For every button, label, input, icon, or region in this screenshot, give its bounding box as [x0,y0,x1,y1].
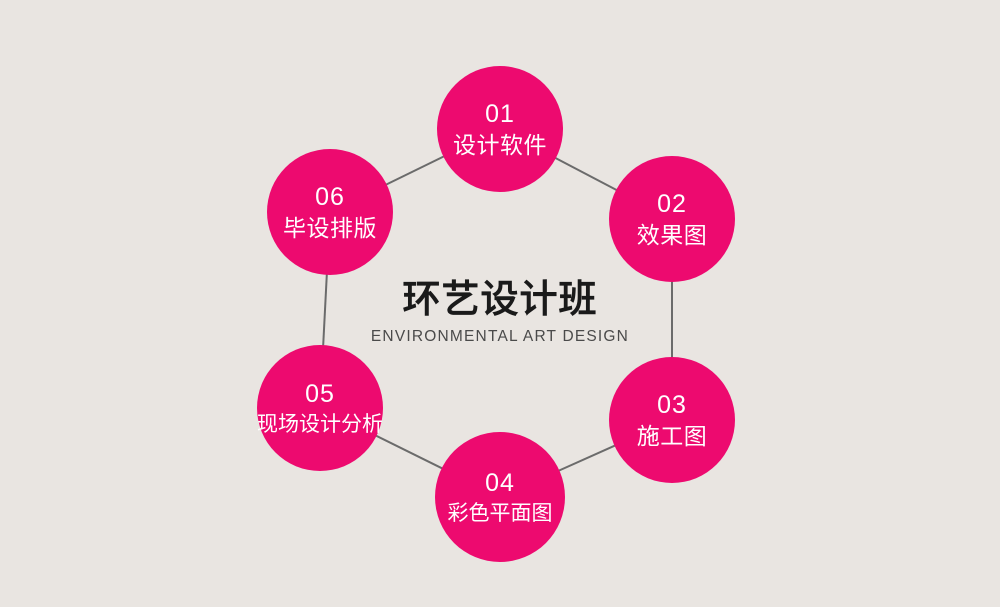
page-title: 环艺设计班 [402,279,598,321]
node-label: 施工图 [636,422,708,449]
node-number: 06 [315,182,345,211]
node-number: 03 [657,390,687,419]
node-label: 毕设排版 [283,214,377,241]
node-label: 彩色平面图 [447,501,553,525]
node-number: 04 [485,468,515,497]
connection-line-05-06 [322,272,328,348]
node-circle-05[interactable]: 05 现场设计分析 [257,345,383,471]
connection-line-01-02 [553,156,619,192]
node-label: 设计软件 [453,131,547,158]
node-circle-04[interactable]: 04 彩色平面图 [435,432,565,562]
node-label: 现场设计分析 [257,412,383,436]
node-number: 02 [657,189,687,218]
node-circle-03[interactable]: 03 施工图 [609,357,735,483]
node-number: 05 [305,379,335,408]
connection-line-03-04 [557,444,617,473]
node-label: 效果图 [636,221,708,248]
node-circle-01[interactable]: 01 设计软件 [437,66,563,192]
center-title-block: 环艺设计班 ENVIRONMENTAL ART DESIGN [340,279,660,346]
node-circle-02[interactable]: 02 效果图 [609,156,735,282]
page-subtitle: ENVIRONMENTAL ART DESIGN [370,327,630,345]
connection-line-04-05 [374,434,444,470]
node-number: 01 [485,99,515,128]
node-circle-06[interactable]: 06 毕设排版 [267,149,393,275]
connection-line-06-01 [384,154,446,187]
